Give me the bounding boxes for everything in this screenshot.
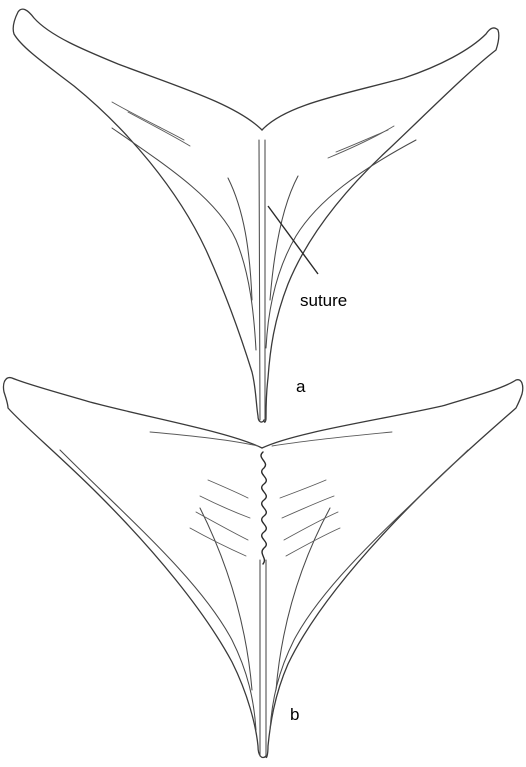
- panel-a-left-outline: [13, 9, 264, 422]
- panel-a-right-body-curve: [270, 176, 298, 300]
- panel-b-left-inner-curve: [60, 450, 256, 730]
- panel-b-left-body-curve: [200, 508, 252, 690]
- panel-b-diagram: b: [3, 378, 522, 758]
- panel-a-right-inner-curve: [266, 140, 416, 348]
- panel-a-right-outline: [262, 28, 499, 422]
- panel-b-right-striation-3: [284, 512, 338, 540]
- panel-b-right-inner-curve: [270, 450, 468, 730]
- panel-b-wavy-suture: [261, 452, 266, 564]
- panel-a-left-inner-curve: [112, 128, 256, 350]
- panel-b-right-striation-1: [280, 480, 326, 498]
- panel-a-left-striation-2: [128, 112, 190, 146]
- panel-a-midline-left: [259, 140, 260, 420]
- panel-a-left-striation-1: [112, 102, 184, 140]
- panel-b-right-ridge: [272, 432, 392, 446]
- panel-b-label: b: [290, 705, 299, 724]
- panel-b-left-striation-4: [190, 528, 246, 556]
- panel-a-diagram: suture a: [13, 9, 499, 422]
- panel-b-left-striation-2: [200, 496, 250, 518]
- panel-b-right-outline: [262, 380, 523, 758]
- suture-callout-label: suture: [300, 291, 347, 310]
- panel-a-label: a: [296, 377, 306, 396]
- panel-b-left-striation-1: [208, 480, 248, 498]
- panel-a-right-striation-2: [336, 130, 388, 152]
- panel-b-left-ridge: [150, 432, 258, 446]
- panel-b-left-outline: [3, 378, 266, 758]
